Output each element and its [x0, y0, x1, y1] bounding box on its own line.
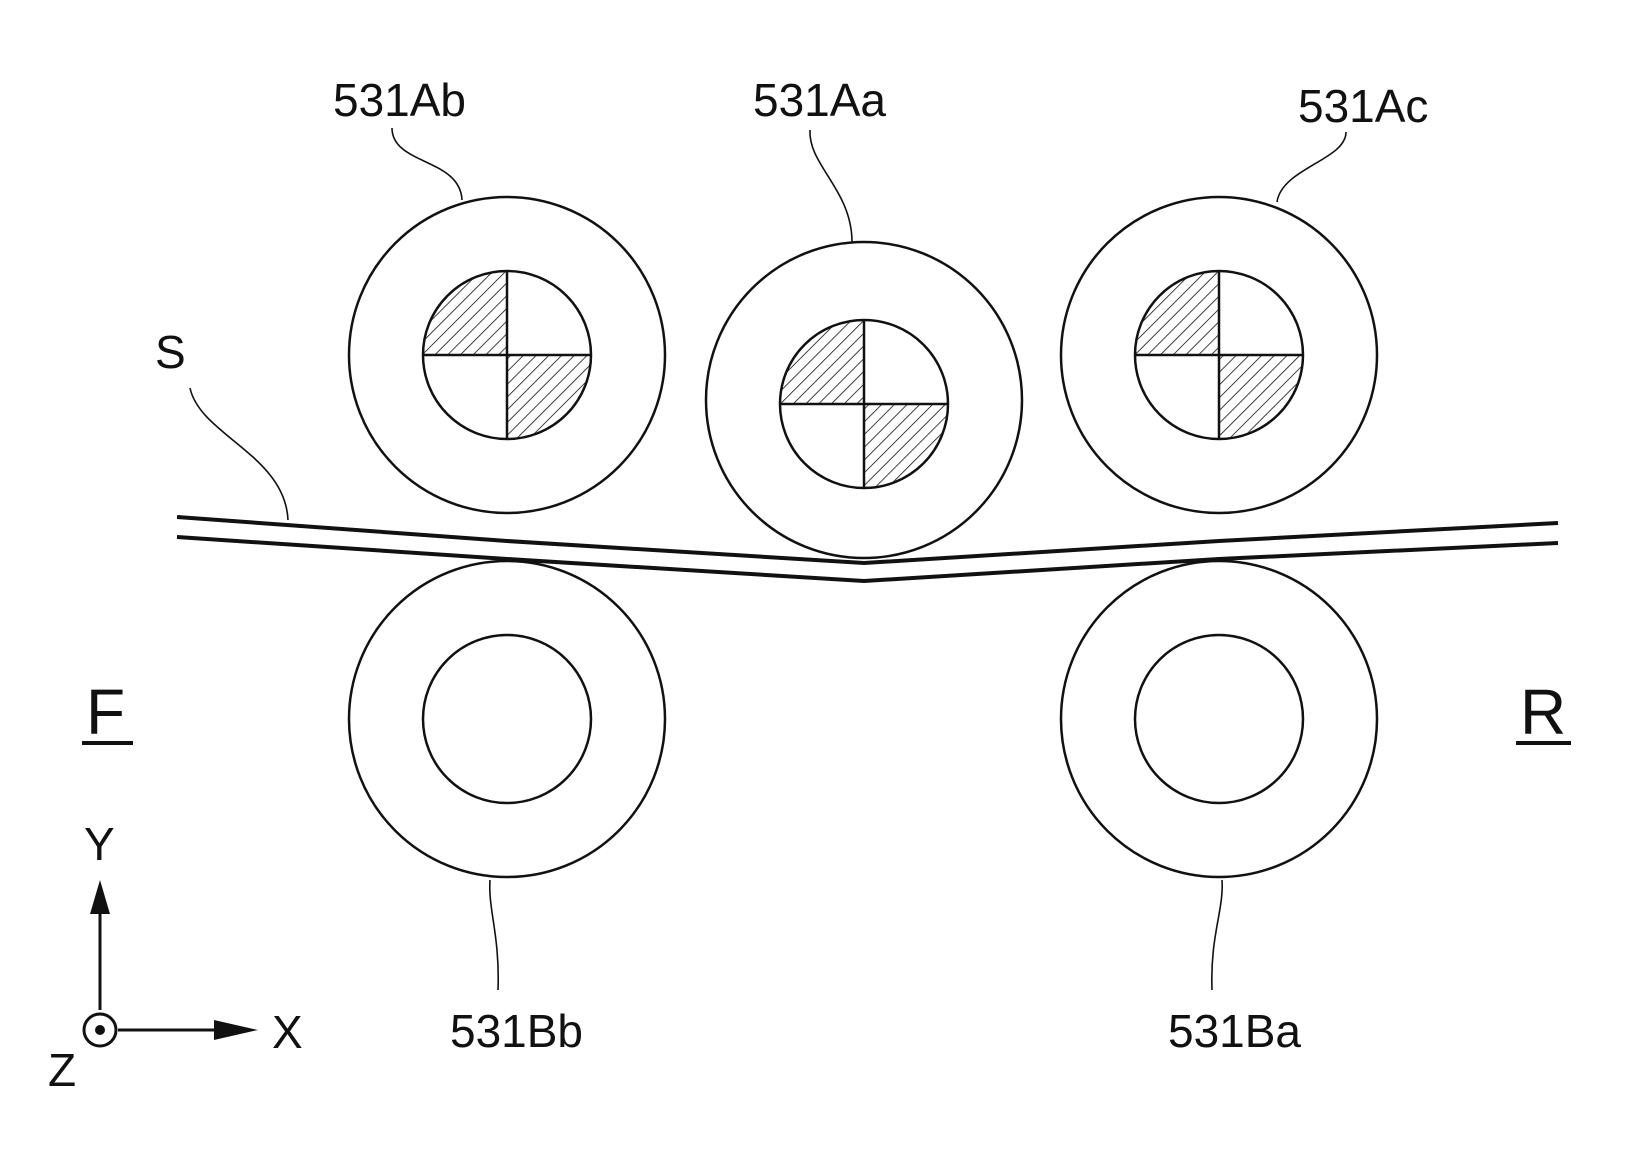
side-label-rear: R [1520, 676, 1566, 748]
roller-531Aa [706, 242, 1022, 558]
label-531Ba: 531Ba [1168, 1005, 1301, 1057]
roller-531Ba [1061, 561, 1377, 877]
sheet-S [177, 517, 1558, 581]
axis-label-y: Y [84, 818, 115, 870]
z-axis-dot-icon [95, 1025, 105, 1035]
label-531Ac: 531Ac [1298, 80, 1428, 132]
side-label-front: F [86, 676, 125, 748]
roller-531Bb [349, 561, 665, 877]
x-axis-arrow-icon [214, 1020, 258, 1040]
coordinate-axes [84, 880, 258, 1046]
y-axis-arrow-icon [90, 880, 110, 914]
roller-531Ac [1061, 197, 1377, 513]
label-531Aa: 531Aa [753, 74, 886, 126]
label-S: S [155, 326, 186, 378]
axis-label-z: Z [48, 1044, 76, 1096]
roller-531Ab [349, 197, 665, 513]
label-531Ab: 531Ab [333, 74, 466, 126]
label-531Bb: 531Bb [450, 1005, 583, 1057]
axis-label-x: X [272, 1006, 303, 1058]
